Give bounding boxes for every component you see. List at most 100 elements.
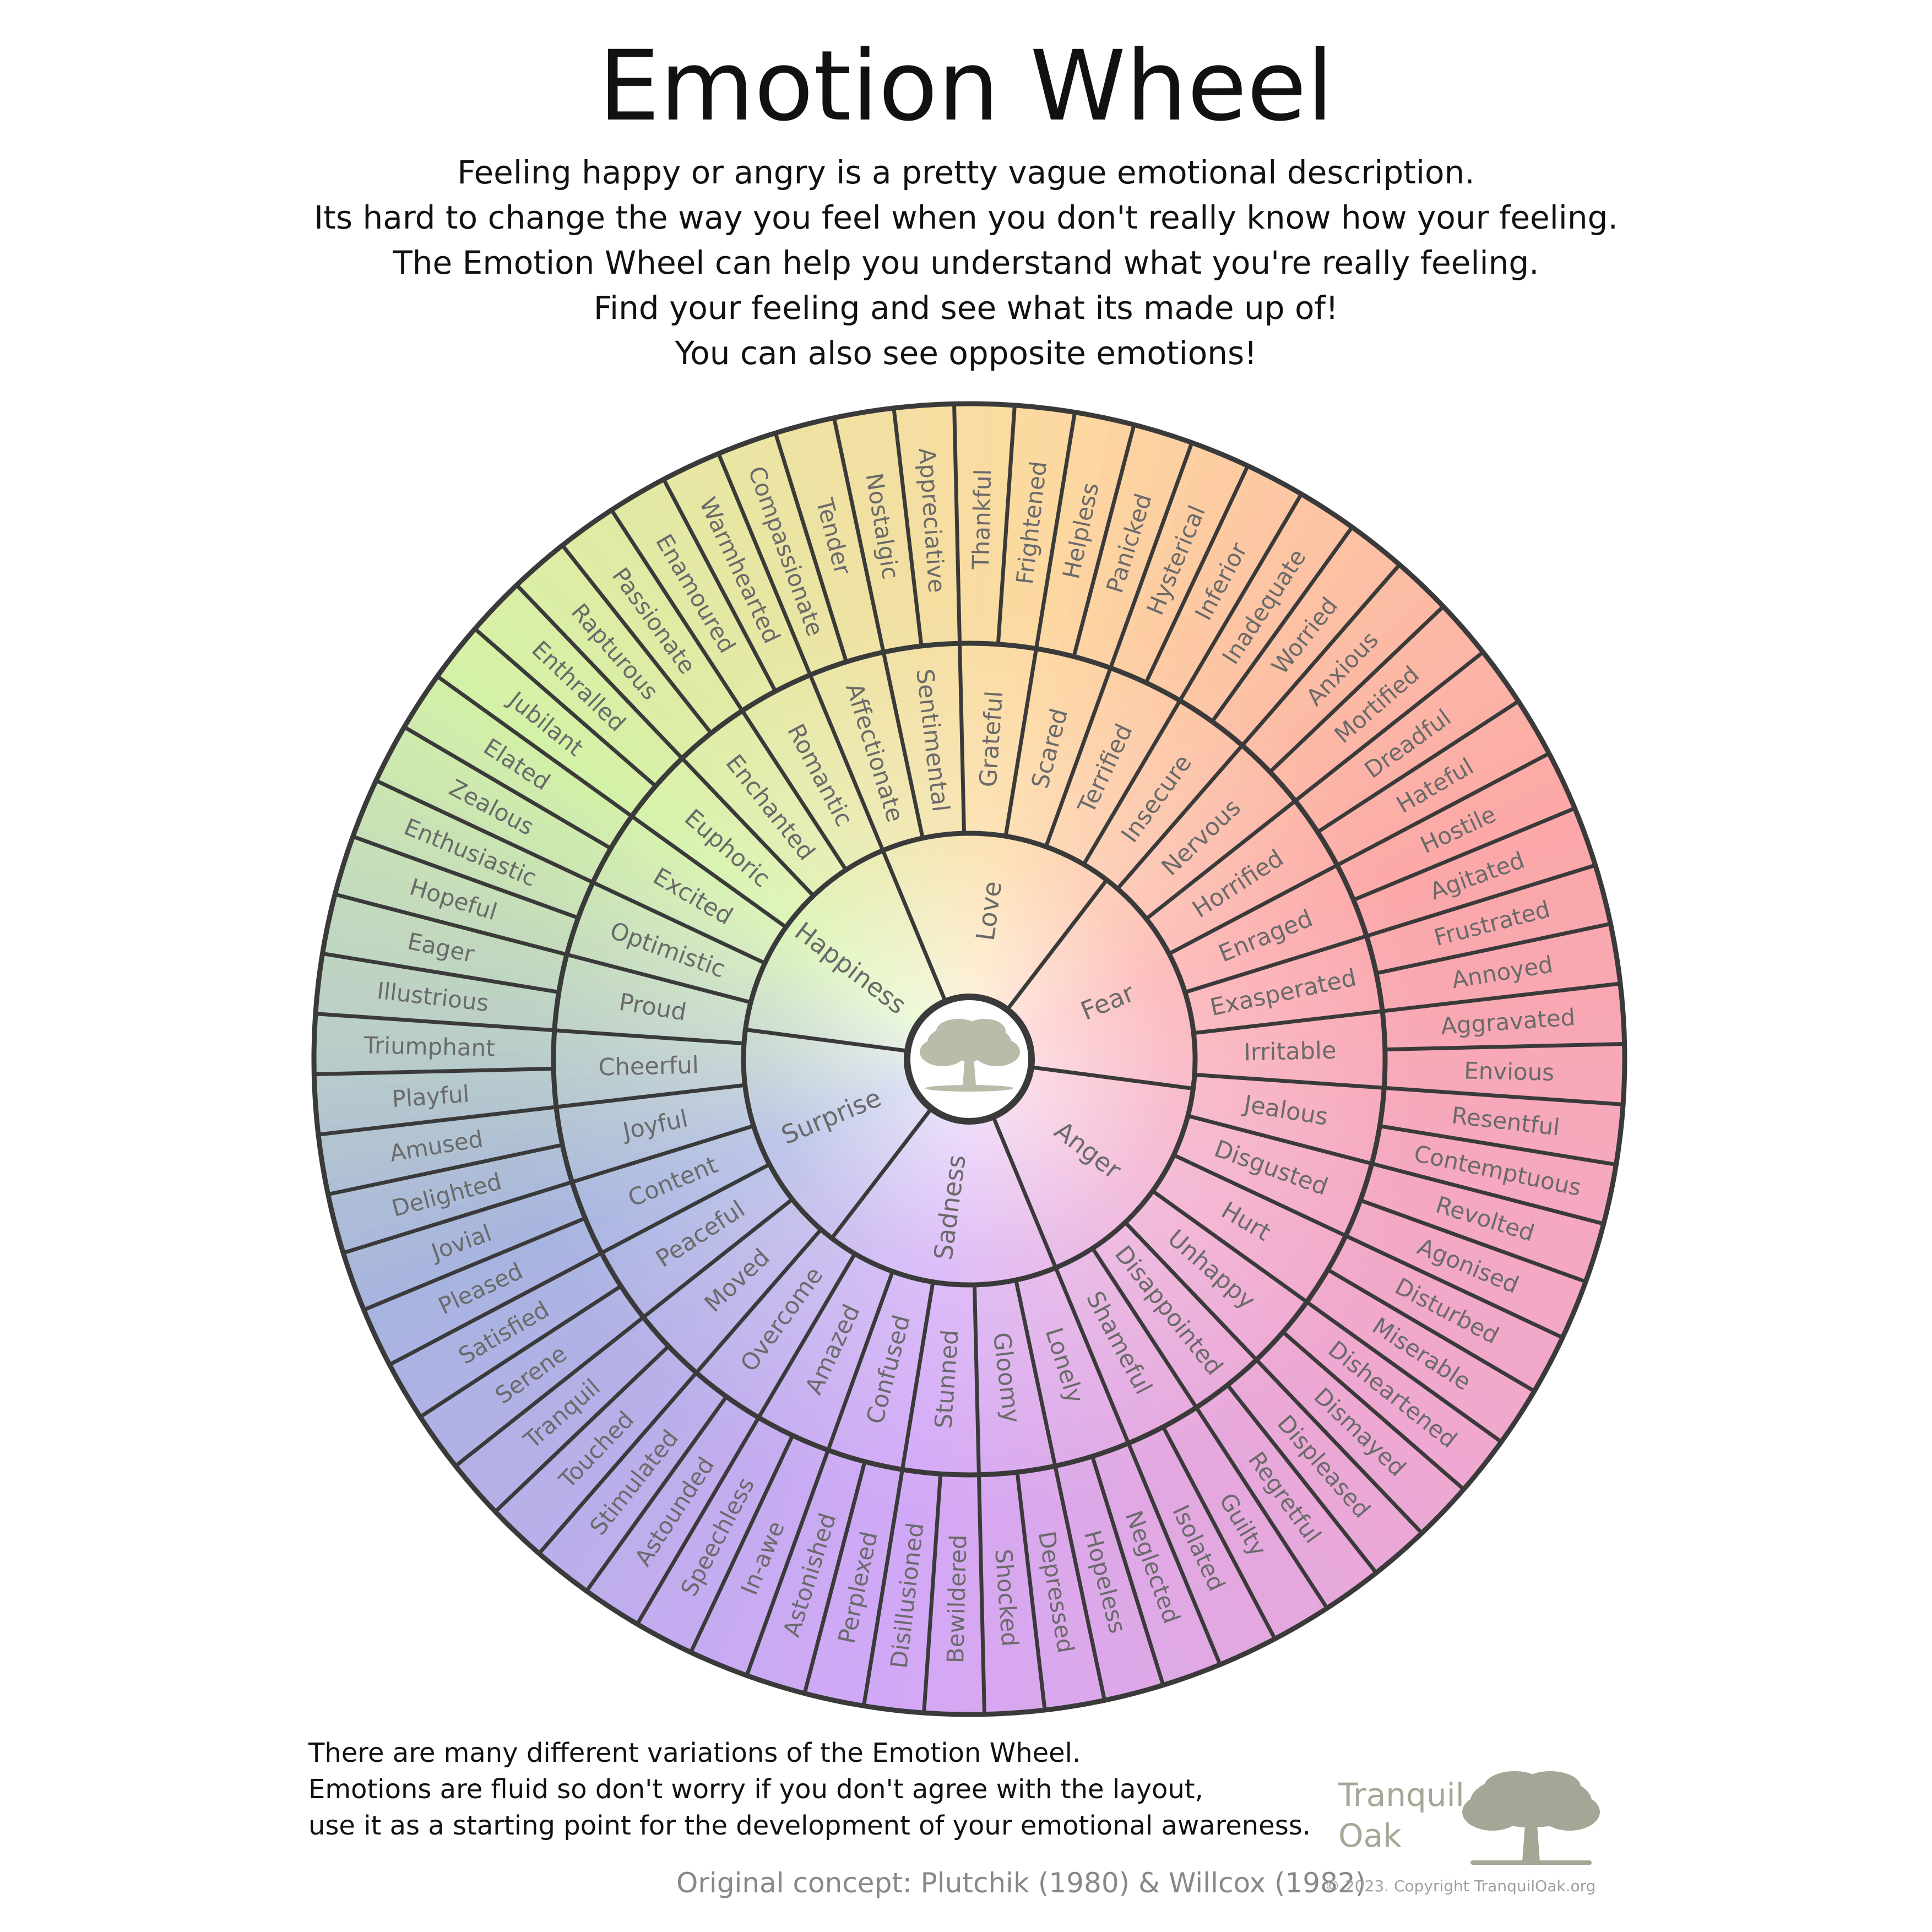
intro-line: Feeling happy or angry is a pretty vague… xyxy=(457,154,1475,191)
middle-divider xyxy=(808,674,885,851)
outer-divider xyxy=(1382,981,1621,1013)
middle-divider xyxy=(881,652,925,839)
core-divider xyxy=(1006,878,1109,1011)
middle-ring xyxy=(551,641,1388,1478)
middle-divider xyxy=(1151,1189,1308,1304)
credit-text: Original concept: Plutchik (1980) & Will… xyxy=(676,1867,1366,1899)
outer-emotion-label: Bewildered xyxy=(942,1534,972,1664)
outer-divider xyxy=(636,1417,761,1625)
outer-divider xyxy=(861,1469,904,1707)
middle-divider xyxy=(566,952,752,1005)
outer-divider xyxy=(343,1180,573,1255)
middle-divider xyxy=(1044,667,1112,848)
brand-line: Oak xyxy=(1338,1817,1402,1854)
middle-divider xyxy=(757,1252,857,1419)
middle-divider xyxy=(1194,1072,1385,1090)
outer-divider xyxy=(1226,1383,1378,1574)
outer-divider xyxy=(436,675,633,818)
middle-divider xyxy=(1014,1279,1057,1467)
outer-divider xyxy=(996,405,1017,645)
middle-divider xyxy=(592,880,766,965)
outer-divider xyxy=(689,1434,795,1653)
middle-divider xyxy=(1168,863,1338,956)
outer-divider xyxy=(315,1012,555,1033)
core-divider xyxy=(991,1116,1058,1269)
middle-emotion-label: Stunned xyxy=(930,1329,964,1430)
intro-line: You can also see opposite emotions! xyxy=(675,334,1257,372)
footer-note: There are many different variations of t… xyxy=(308,1735,1311,1844)
middle-divider xyxy=(554,1028,745,1046)
outer-divider xyxy=(515,583,684,760)
outer-divider xyxy=(473,627,657,788)
outer-divider xyxy=(1353,806,1576,902)
outer-emotion-label: Thankful xyxy=(967,469,996,570)
brand-line: Tranquil xyxy=(1338,1776,1464,1814)
outer-divider xyxy=(802,1461,867,1694)
outer-emotion-label: Shocked xyxy=(990,1548,1023,1647)
outer-divider xyxy=(1366,863,1596,938)
outer-divider xyxy=(1144,465,1250,684)
outer-divider xyxy=(1327,1268,1535,1393)
outer-divider xyxy=(1126,1442,1222,1665)
outer-divider xyxy=(1015,1472,1047,1711)
intro-text: Feeling happy or angry is a pretty vague… xyxy=(0,150,1932,376)
outer-divider xyxy=(1109,442,1194,669)
outer-divider xyxy=(1294,650,1484,802)
outer-divider xyxy=(363,1216,586,1312)
middle-divider xyxy=(1116,744,1244,891)
wheel-center xyxy=(904,994,1035,1125)
core-divider xyxy=(1030,1065,1193,1090)
outer-divider xyxy=(745,1449,830,1676)
middle-divider xyxy=(1145,799,1297,921)
outer-emotion-label: Playful xyxy=(391,1081,470,1113)
outer-divider xyxy=(1305,1300,1502,1443)
outer-divider xyxy=(662,478,778,692)
outer-divider xyxy=(892,408,924,647)
outer-divider xyxy=(318,1105,557,1137)
outer-divider xyxy=(419,1284,622,1419)
outer-divider xyxy=(773,432,849,663)
outer-divider xyxy=(327,1143,563,1197)
middle-divider xyxy=(600,1163,770,1255)
outer-divider xyxy=(1053,1466,1107,1701)
outer-divider xyxy=(1316,699,1519,834)
middle-divider xyxy=(571,1124,755,1184)
outer-divider xyxy=(493,1344,670,1513)
middle-emotion-label: Grateful xyxy=(974,690,1008,788)
outer-divider xyxy=(1178,493,1303,702)
outer-divider xyxy=(1211,526,1354,723)
middle-divider xyxy=(1187,1114,1372,1166)
outer-divider xyxy=(314,1066,554,1076)
outer-divider xyxy=(1268,605,1445,774)
outer-divider xyxy=(1195,1406,1329,1609)
outer-divider xyxy=(403,725,612,850)
intro-line: Its hard to change the way you feel when… xyxy=(314,199,1618,236)
outer-divider xyxy=(610,509,744,712)
middle-divider xyxy=(1124,1221,1258,1361)
outer-divider xyxy=(352,834,579,920)
middle-divider xyxy=(1082,699,1182,866)
outer-divider xyxy=(388,1251,603,1366)
middle-divider xyxy=(556,1083,746,1109)
middle-divider xyxy=(681,757,815,897)
brand-name: Tranquil Oak xyxy=(1338,1774,1464,1856)
outer-divider xyxy=(454,1316,645,1468)
middle-divider xyxy=(1184,934,1367,995)
middle-divider xyxy=(972,1284,981,1475)
middle-divider xyxy=(826,1271,895,1451)
outer-divider xyxy=(1371,1162,1604,1226)
middle-divider xyxy=(1090,1247,1198,1409)
outer-divider xyxy=(1240,563,1401,747)
outer-divider xyxy=(1072,424,1136,658)
core-ring xyxy=(741,831,1198,1288)
outer-divider xyxy=(561,544,713,735)
middle-divider xyxy=(1173,1153,1347,1238)
outer-divider xyxy=(952,404,962,644)
copyright-text: © 2023. Copyright TranquilOak.org xyxy=(1325,1877,1596,1895)
outer-divider xyxy=(1385,1042,1625,1052)
core-divider xyxy=(830,1107,933,1240)
outer-divider xyxy=(334,892,568,957)
outer-divider xyxy=(1161,1426,1277,1640)
middle-emotion-label: Cheerful xyxy=(598,1051,699,1081)
